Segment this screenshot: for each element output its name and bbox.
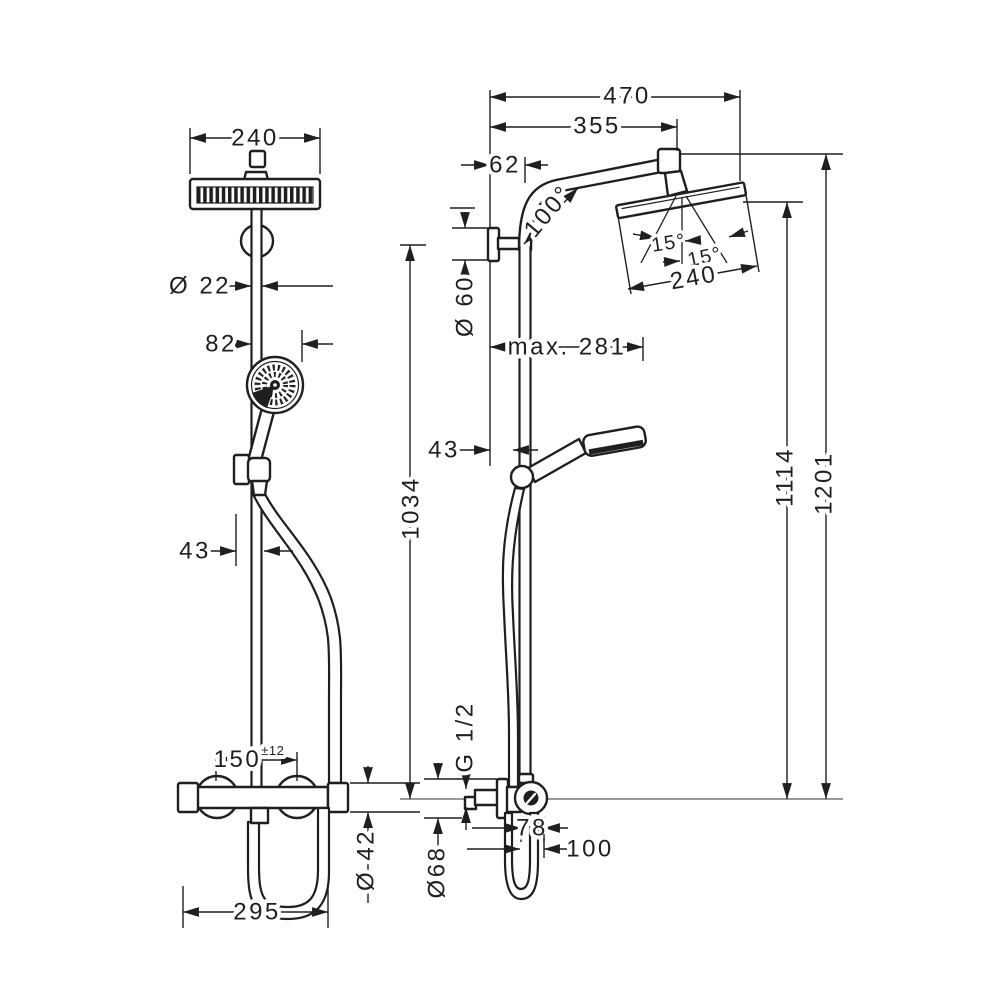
dim-reach-arm: 355 (490, 108, 678, 151)
front-view: 240 Ø 22 82 43 150±12 (165, 120, 420, 929)
valve-body (195, 785, 330, 810)
dim-label-thread: G 1/2 (451, 701, 478, 772)
dim-valve-centers: 150±12 (210, 739, 298, 781)
hand-shower-wand (526, 437, 588, 484)
dim-label-max-reach: max. 281 (508, 333, 627, 360)
hose-loop-side (503, 811, 540, 901)
dim-label-valve-depth: 78 (516, 814, 548, 841)
dim-height-total: 1201 (680, 153, 843, 799)
shower-hose-front (250, 488, 343, 785)
dim-label-base-width: 295 (233, 898, 281, 925)
dim-label-height-pipe: 1034 (397, 476, 424, 539)
hand-shower-side (526, 425, 647, 484)
dim-head-width: 240 (189, 120, 321, 174)
dim-label-head-tilt-left: 15° (650, 230, 688, 257)
dim-label-flange-diameter: Ø 60 (451, 275, 478, 337)
shower-pipe-side (518, 246, 532, 788)
dim-label-valve-diameter: Ø 42 (352, 829, 379, 891)
spray-face-shadow (252, 385, 275, 408)
dim-label-height-total: 1201 (810, 451, 837, 514)
thermostat-valve-front (176, 774, 350, 820)
thermostat-valve-side (463, 772, 549, 820)
hose-outlet-nipple (249, 806, 270, 825)
side-view: 470 355 62 100° 15° 15° (393, 78, 843, 902)
dim-valve-depth: 78 (472, 810, 568, 845)
dim-max-reach: max. 281 (490, 329, 644, 364)
valve-knob-left (176, 781, 200, 814)
dim-wall-offset: 62 (461, 147, 548, 183)
overhead-shower-front (188, 149, 322, 211)
dim-label-reach-total: 470 (603, 82, 651, 109)
dim-label-pipe-diameter: Ø 22 (169, 272, 231, 299)
dim-label-escutcheon-diameter: Ø68 (423, 846, 450, 899)
spray-face-hatch (196, 186, 314, 204)
dim-label-holder-offset: 43 (428, 436, 460, 463)
wall-flange (486, 226, 521, 263)
dim-slider-offset: 43 (175, 514, 293, 568)
holder-pivot (509, 464, 535, 490)
dim-thread: G 1/2 (447, 697, 482, 830)
dim-label-wall-offset: 62 (489, 151, 521, 178)
dim-reach-total: 470 (490, 78, 741, 181)
spray-direction-lines (640, 195, 728, 264)
dim-handshower-width: 82 (201, 326, 333, 362)
ball-joint (663, 169, 689, 198)
valve-knob-right (326, 781, 350, 814)
dim-label-head-depth: 240 (668, 260, 720, 295)
dim-label-valve-front-depth: 100 (566, 835, 614, 862)
dim-escutcheon-diameter: Ø68 (419, 763, 497, 902)
dim-base-width: 295 (182, 886, 329, 929)
dim-valve-front-depth: 100 (467, 831, 615, 866)
dim-label-reach-arm: 355 (573, 112, 621, 139)
dim-label-head-width: 240 (231, 124, 279, 151)
dim-height-pipe: 1034 (393, 244, 428, 799)
dim-height-head-bottom: 1114 (743, 201, 803, 799)
dim-label-valve-centers: 150±12 (214, 743, 285, 773)
arm-elbow (656, 147, 682, 175)
dim-label-slider-offset: 43 (179, 537, 211, 564)
dim-valve-diameter: Ø 42 (348, 766, 420, 903)
dim-pipe-diameter: Ø 22 (165, 268, 333, 303)
supply-stub (473, 788, 500, 807)
dim-flange-diameter: Ø 60 (447, 207, 488, 341)
head-connector (248, 149, 267, 169)
dim-label-handshower-width: 82 (205, 330, 237, 357)
dim-holder-offset: 43 (424, 432, 538, 467)
slider-bracket (232, 453, 272, 497)
dim-label-height-head-bottom: 1114 (771, 447, 798, 507)
